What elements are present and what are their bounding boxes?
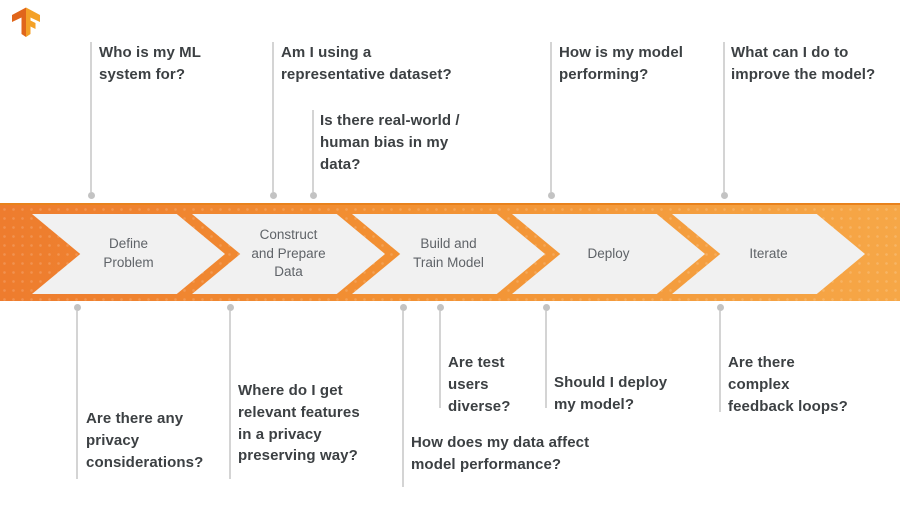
connector-dot [310, 192, 317, 199]
connector-line [719, 311, 721, 412]
connector-dot [721, 192, 728, 199]
question-bottom-privacy-considerations: Are there any privacy considerations? [86, 410, 204, 471]
question-top-improve-model: What can I do to improve the model? [731, 44, 876, 83]
connector-line [90, 42, 92, 192]
connector-dot [88, 192, 95, 199]
tensorflow-logo-icon [12, 7, 40, 37]
stage-label: Deploy [587, 245, 630, 261]
connector-dot [400, 304, 407, 311]
question-bottom-should-i-deploy: Should I deploy my model? [554, 374, 668, 413]
connector-dot [227, 304, 234, 311]
question-top-model-performing: How is my model performing? [559, 44, 684, 83]
connector-line [550, 42, 552, 192]
workflow-banner: Define Problem Construct and Prepare Dat… [0, 203, 900, 301]
connector-line [229, 311, 231, 479]
connector-line [402, 311, 404, 487]
connector-dot [543, 304, 550, 311]
question-bottom-data-affect-performance: How does my data affect model performanc… [411, 434, 590, 473]
connector-line [272, 42, 274, 192]
connector-line [76, 311, 78, 479]
connector-dot [548, 192, 555, 199]
connector-line [439, 311, 441, 408]
question-bottom-feedback-loops: Are there complex feedback loops? [728, 354, 848, 415]
stage-label: Iterate [749, 245, 788, 261]
question-bottom-relevant-features: Where do I get relevant features in a pr… [238, 382, 360, 465]
question-top-representative-dataset: Am I using a representative dataset? [281, 44, 452, 83]
connector-dot [270, 192, 277, 199]
question-bottom-test-users-diverse: Are test users diverse? [448, 354, 511, 415]
question-top-who-is-ml-system-for: Who is my ML system for? [99, 44, 202, 83]
connector-line [723, 42, 725, 192]
connector-dot [437, 304, 444, 311]
stage-label: Construct and Prepare Data [251, 226, 326, 280]
connector-line [312, 110, 314, 192]
connector-line [545, 311, 547, 408]
stage-chevron-define-problem: Define Problem [32, 214, 225, 294]
stage-label: Build and Train Model [413, 236, 484, 270]
question-top-real-world-bias: Is there real-world / human bias in my d… [320, 112, 460, 173]
connector-dot [717, 304, 724, 311]
connector-dot [74, 304, 81, 311]
stage-label: Define Problem [103, 236, 154, 270]
